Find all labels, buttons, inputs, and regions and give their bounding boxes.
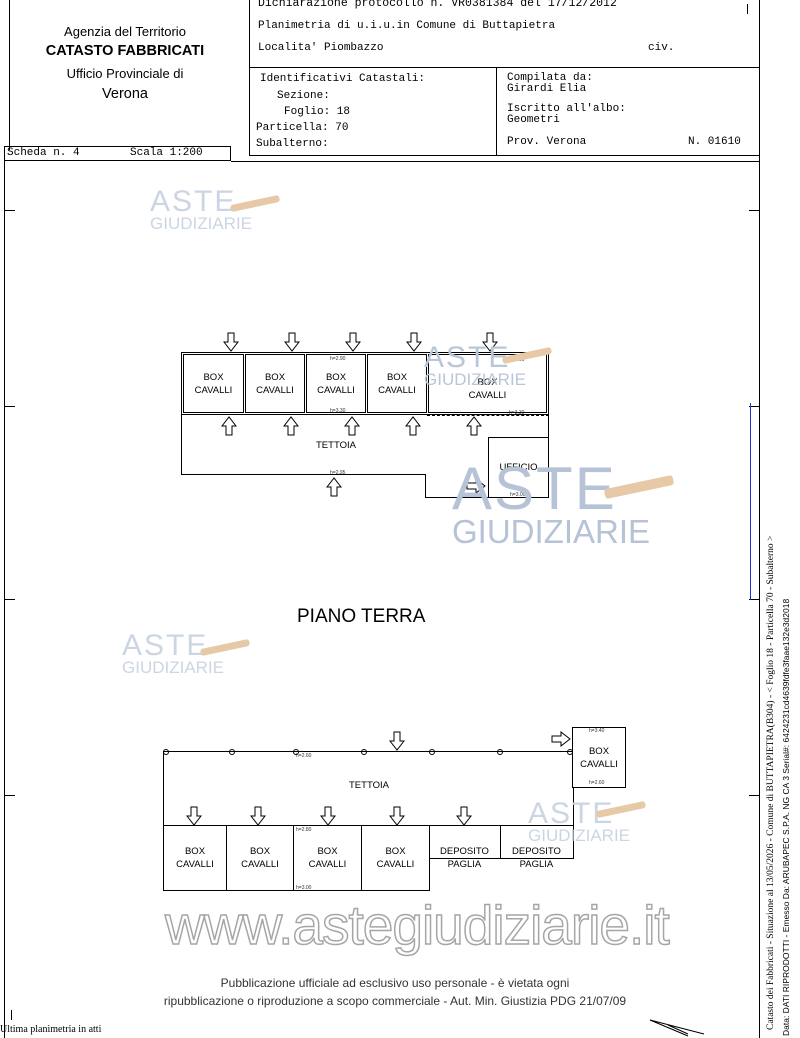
foglio-field: Foglio: 18 [284, 106, 351, 118]
arrow-right-icon [551, 731, 571, 747]
watermark-aste-3: ASTE GIUDIZIARIE [424, 341, 527, 389]
localita-text: Localita' Piombazzo [258, 42, 384, 54]
side-marker [750, 403, 751, 600]
planimetria-text: Planimetria di u.i.u.in Comune di Buttap… [258, 20, 556, 32]
watermark-aste-1: ASTE GIUDIZIARIE [150, 185, 253, 233]
arrow-down-icon [406, 332, 422, 352]
header-left-border [9, 0, 10, 150]
numero-value: N. 01610 [688, 136, 741, 148]
site-watermark: www.astegiudiziarie.it [164, 893, 670, 957]
piano-title: PIANO TERRA [297, 606, 426, 627]
deposito-paglia-room [500, 825, 574, 859]
subalterno-field: Subalterno: [256, 138, 329, 150]
watermark-aste-2: ASTE GIUDIZIARIE [122, 629, 225, 677]
ultima-label: Ultima planimetria in atti [0, 1024, 102, 1035]
agency-name: Agenzia del Territorio [64, 24, 186, 39]
agency-ufficio: Ufficio Provinciale di [66, 66, 184, 81]
arrow-down-icon [250, 806, 266, 826]
sezione-field: Sezione: [277, 90, 330, 102]
agency-city: Verona [102, 86, 148, 102]
header-hline [249, 67, 759, 68]
publication-line2: ripubblicazione o riproduzione a scopo c… [163, 994, 627, 1008]
arrow-up-icon [405, 416, 421, 436]
scheda-label: Scheda n. 4 [7, 147, 80, 159]
publication-line1: Pubblicazione ufficiale ad esclusivo uso… [220, 976, 570, 990]
agency-catasto: CATASTO FABBRICATI [45, 43, 205, 59]
arrow-up-icon [326, 477, 342, 497]
prov-value: Prov. Verona [507, 136, 587, 148]
frame-left [4, 161, 5, 1038]
arrow-down-icon [389, 731, 405, 751]
arrow-down-icon [320, 806, 336, 826]
arrow-down-icon [389, 806, 405, 826]
civ-text: civ. [648, 42, 675, 54]
side-text-1: Catasto dei Fabbricati - Situazione al 1… [766, 535, 776, 1030]
header-bottom [249, 155, 759, 156]
deposito-paglia-room [429, 825, 501, 859]
scheda-box [4, 146, 231, 161]
arrow-up-icon [466, 416, 482, 436]
compilata-name: Girardi Elia [507, 83, 587, 95]
arrow-up-icon [283, 416, 299, 436]
compilata-label: Compilata da: [507, 72, 593, 84]
frame-top [231, 161, 759, 162]
north-arrow-icon [649, 1019, 705, 1037]
identificativi-title: Identificativi Catastali: [260, 73, 426, 85]
arrow-down-icon [284, 332, 300, 352]
right-border [759, 0, 760, 1038]
tettoia-label: TETTOIA [316, 440, 356, 451]
particella-field: Particella: 70 [256, 122, 349, 134]
scala-label: Scala 1:200 [130, 147, 203, 159]
watermark-aste-4: ASTE GIUDIZIARIE [452, 455, 651, 550]
arrow-down-icon [345, 332, 361, 352]
arrow-down-icon [456, 806, 472, 826]
arrow-right-icon [466, 478, 486, 494]
column-markers [163, 749, 573, 755]
arrow-up-icon [221, 416, 237, 436]
dichiarazione-text: Dichiarazione protocollo n. VR0381384 de… [258, 0, 617, 10]
header-divider [249, 0, 250, 156]
arrow-down-icon [186, 806, 202, 826]
plan1-outer [181, 352, 549, 415]
arrow-down-icon [223, 332, 239, 352]
tettoia-label: TETTOIA [349, 780, 389, 791]
side-text-2: Data: DATI RIPRODOTTI - Emesso Da: ARUBA… [781, 598, 791, 1036]
ufficio-room: UFFICIO [488, 437, 549, 498]
albo-value: Geometri [507, 114, 560, 126]
arrow-down-icon [482, 332, 498, 352]
arrow-up-icon [344, 416, 360, 436]
iscritto-label: Iscritto all'albo: [507, 103, 626, 115]
header-vline [496, 67, 497, 156]
